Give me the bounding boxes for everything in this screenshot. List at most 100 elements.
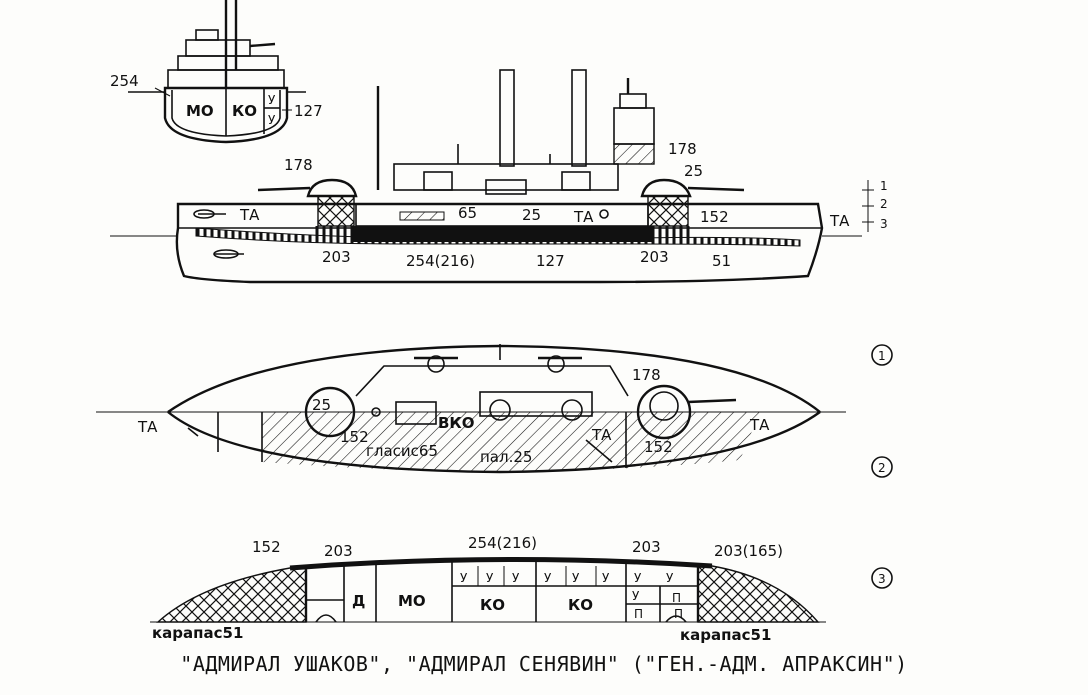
turret-top	[177, 55, 279, 71]
hold-p-label: П	[672, 591, 681, 605]
glacis-plan-label: гласис65	[366, 442, 438, 460]
belt-armor-aft	[652, 226, 692, 238]
hold-d-label: Д	[352, 592, 365, 610]
shaft-arc	[315, 614, 337, 623]
carapace-aft	[697, 565, 820, 623]
gun-barrel	[249, 42, 276, 48]
fore-barbette-plan	[304, 386, 356, 438]
funnel-aft	[571, 69, 587, 167]
aft-conning-tower	[613, 143, 655, 165]
aft-barbette	[647, 195, 689, 227]
engine-room-label: МО	[186, 102, 214, 120]
hold-boiler-label: КО	[568, 596, 593, 614]
level-label: 1	[880, 179, 888, 193]
coal-label: У	[634, 571, 642, 585]
hold-p-label: П	[634, 607, 643, 621]
superstructure	[185, 39, 251, 57]
torpedo-aft-label: ТА	[749, 416, 770, 434]
boat-aft	[561, 171, 591, 191]
hull-profile	[175, 202, 824, 284]
hull-section	[163, 86, 289, 144]
aft-top	[619, 93, 647, 109]
torpedo-arrow	[585, 439, 613, 463]
belt-armor-fore	[312, 226, 352, 238]
section-side-armor-label: 254	[110, 72, 139, 90]
casemate-fore-label: 152	[340, 428, 369, 446]
hold-belt-aft-label: 203	[632, 538, 661, 556]
torpedo-mid-label: ТА	[573, 208, 594, 226]
coal-label: У	[602, 571, 610, 585]
hold-belt-fore-label: 203	[324, 542, 353, 560]
coal-bunker-label: У	[268, 113, 276, 127]
marker-circle	[871, 344, 893, 366]
cross-section-view: 254 127 МО КО У У	[110, 0, 323, 144]
carapace-fore	[156, 567, 307, 623]
deck-armor-label: 25	[522, 206, 541, 224]
ends-armor-label: 51	[712, 252, 731, 270]
torpedo-mid-plan-label: ТА	[591, 426, 612, 444]
belt-main-label: 254(216)	[406, 252, 475, 270]
funnel-fore	[499, 69, 515, 167]
conning-tower-plan	[395, 401, 437, 425]
coal-label: У	[632, 589, 640, 603]
aft-gun	[687, 186, 745, 192]
turret-roof-label: 25	[684, 162, 703, 180]
torpedo-arrow	[187, 427, 199, 437]
gun-mount	[427, 355, 445, 373]
hold-boiler-label: КО	[480, 596, 505, 614]
coal-label: У	[460, 571, 468, 585]
boiler-room-label: КО	[232, 102, 257, 120]
conning-tower-label: ВКО	[438, 414, 474, 432]
fore-turret	[306, 178, 358, 198]
aft-gun-plan	[687, 398, 737, 404]
coal-label: У	[572, 571, 580, 585]
carapace-aft-label: карапас51	[680, 626, 771, 644]
main-belt-plan	[289, 556, 713, 571]
hold-p-label: П	[674, 607, 683, 621]
aft-turret-armor-label: 178	[632, 366, 661, 384]
level-label: 2	[880, 197, 888, 211]
level-markers: 1 2 3	[871, 344, 893, 589]
aft-turret	[640, 178, 692, 198]
shaft-arc	[665, 615, 687, 623]
hold-bulkhead-label: 152	[252, 538, 281, 556]
aft-conning-armor-label: 178	[668, 140, 697, 158]
marker-circle	[871, 567, 893, 589]
funnel-plan	[489, 399, 511, 421]
level-label: 3	[880, 217, 888, 231]
belt-mid-label: 127	[536, 252, 565, 270]
coal-label: У	[666, 571, 674, 585]
torpedo-tube-mid	[599, 209, 609, 219]
glacis	[399, 211, 445, 221]
marker-circle	[871, 456, 893, 478]
coal-label: У	[486, 571, 494, 585]
belt-armor-main	[352, 226, 652, 242]
casemate-armor-label: 152	[700, 208, 729, 226]
hold-engine-label: МО	[398, 592, 426, 610]
diagram-caption: "АДМИРАЛ УШАКОВ", "АДМИРАЛ СЕНЯВИН" ("ГЕ…	[180, 652, 908, 676]
plan-hold: 152 203 254(216) 203 203(165) карапас51 …	[150, 534, 826, 644]
glacis-armor-label: 65	[458, 204, 477, 222]
marker-label: 2	[878, 461, 886, 475]
fore-gun	[257, 186, 311, 192]
coal-label: У	[512, 571, 520, 585]
deck-plan-label: пал.25	[480, 448, 532, 466]
torpedo-stern-label: ТА	[829, 212, 850, 230]
belt-aft-label: 203	[640, 248, 669, 266]
section-belt-label: 127	[294, 102, 323, 120]
fore-turret-armor-label: 178	[284, 156, 313, 174]
deck-house	[485, 179, 527, 195]
fore-barbette	[317, 195, 355, 227]
aft-barbette-label: 25	[656, 396, 677, 414]
armored-area	[262, 412, 760, 472]
gun-mount	[547, 355, 565, 373]
aft-turret-plan	[649, 391, 679, 421]
hold-belt-main-label: 254(216)	[468, 534, 537, 552]
deck-house-plan	[479, 391, 593, 417]
plan-upper-deck: 25 25 178 ТА ТА ТА 152 152 ВКО гласис65 …	[96, 344, 846, 474]
marker-label: 1	[878, 349, 886, 363]
superstructure-plan	[355, 365, 629, 397]
leader-line	[154, 87, 171, 97]
